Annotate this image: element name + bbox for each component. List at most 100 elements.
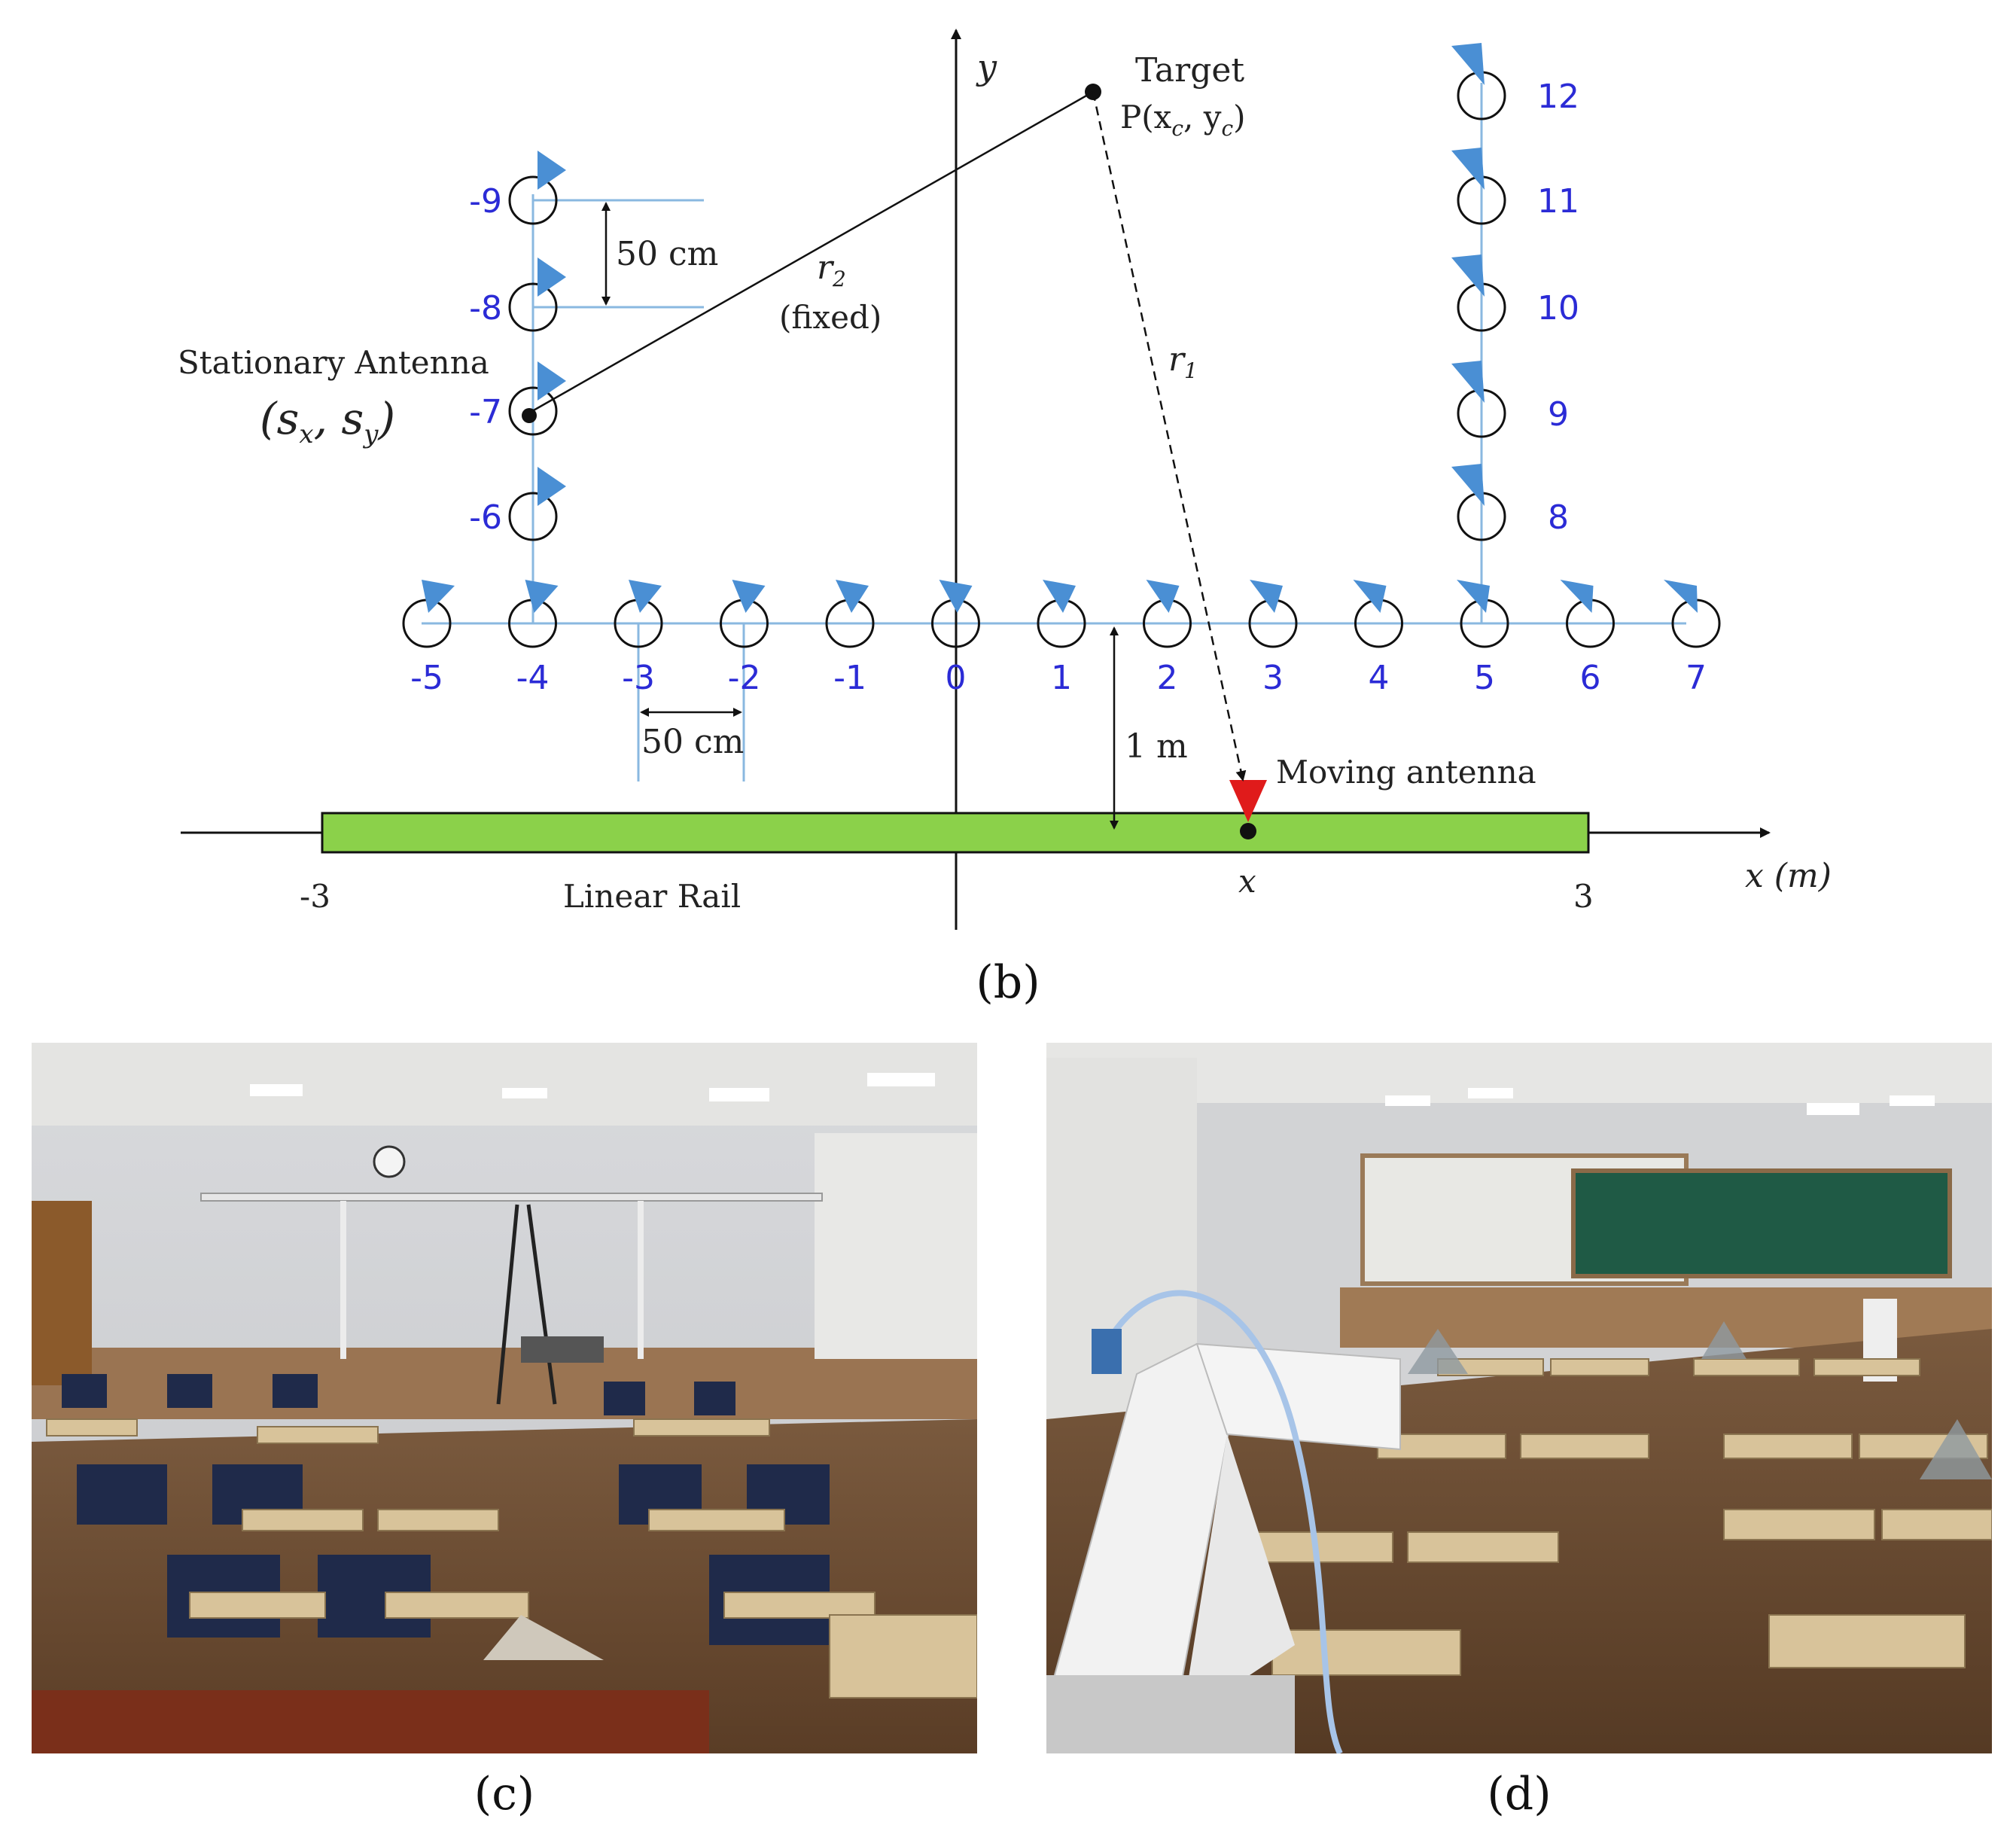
stationary-antenna-coordinate: (sx, sy) <box>260 393 395 449</box>
r2-note: (fixed) <box>779 299 882 336</box>
linear-rail <box>321 812 1590 854</box>
rail-distance-label: 1 m <box>1125 727 1188 766</box>
antenna-icon <box>1250 580 1283 613</box>
antenna-icon <box>422 580 455 613</box>
stationary-antenna-label: Stationary Antenna <box>178 344 489 381</box>
moving-antenna-icon <box>1229 780 1267 822</box>
antenna-bottom-6: 6 <box>1560 580 1615 697</box>
antenna-right-8: 8 <box>1451 464 1569 541</box>
antenna-bottom-7: 7 <box>1664 580 1721 697</box>
y-axis-label: y <box>976 47 997 87</box>
antenna-index-label: -4 <box>516 659 550 697</box>
antenna-icon <box>1560 580 1594 613</box>
antenna-bottom--2: -2 <box>720 580 769 697</box>
antenna-circle <box>508 492 558 541</box>
antenna-bottom-0: 0 <box>931 580 980 697</box>
antenna-index-label: -6 <box>469 498 502 537</box>
antenna-index-label: 12 <box>1537 78 1579 116</box>
x-axis-label: x (m) <box>1745 857 1832 895</box>
r2-label: r2 <box>817 248 846 291</box>
antenna-index-label: -7 <box>469 393 502 431</box>
caption-c: (c) <box>474 1768 535 1820</box>
antenna-circle <box>508 282 558 332</box>
rail-right-label: 3 <box>1573 878 1594 915</box>
antenna-bottom-2: 2 <box>1143 580 1192 697</box>
caption-b: (b) <box>976 956 1040 1009</box>
antenna-index-label: 11 <box>1537 182 1579 221</box>
antenna-icon <box>537 467 566 506</box>
experiment-diagram: y x (m) -3 3 Linear Rail x Moving antenn… <box>178 29 1832 930</box>
antenna-index-label: 10 <box>1537 289 1579 328</box>
photo-d <box>1046 1043 1992 1753</box>
antenna-icon <box>1451 254 1485 297</box>
antenna-index-label: 7 <box>1686 659 1707 697</box>
moving-antenna-label: Moving antenna <box>1276 754 1536 791</box>
antenna-index-label: 5 <box>1474 659 1495 697</box>
antenna-icon <box>537 151 566 190</box>
antenna-icon <box>537 257 566 297</box>
antenna-icon <box>1457 580 1490 613</box>
antenna-icon <box>537 361 566 401</box>
antenna-right-10: 10 <box>1451 254 1579 332</box>
antenna-icon <box>1451 148 1485 190</box>
antenna-index-label: 0 <box>946 659 967 697</box>
antenna-bottom-5: 5 <box>1457 580 1509 697</box>
rail-label: Linear Rail <box>563 878 741 915</box>
antenna-left--6: -6 <box>469 467 566 541</box>
caption-d: (d) <box>1487 1768 1552 1820</box>
antenna-right-11: 11 <box>1451 148 1579 225</box>
antenna-icon <box>939 580 973 613</box>
antenna-index-label: 8 <box>1548 498 1569 537</box>
antenna-icon <box>836 580 869 613</box>
antenna-icon <box>1451 464 1485 506</box>
target-coordinate: P(xc, yc) <box>1120 99 1246 141</box>
antenna-bottom--1: -1 <box>825 580 875 697</box>
antenna-bottom-3: 3 <box>1248 580 1298 697</box>
antenna-left--8: -8 <box>469 257 566 332</box>
antenna-circle <box>508 386 558 436</box>
antenna-right-9: 9 <box>1451 361 1569 438</box>
antenna-index-label: 4 <box>1369 659 1390 697</box>
antenna-bottom-4: 4 <box>1353 580 1403 697</box>
antenna-icon <box>1664 580 1698 613</box>
antenna-bottom--3: -3 <box>614 580 663 697</box>
antenna-left--9: -9 <box>469 151 566 225</box>
antenna-index-label: -8 <box>469 289 502 328</box>
moving-antenna-point <box>1240 823 1256 839</box>
antenna-bottom--4: -4 <box>508 580 559 697</box>
antenna-index-label: -3 <box>622 659 655 697</box>
antenna-circle <box>508 175 558 225</box>
antenna-index-label: -9 <box>469 182 502 221</box>
vertical-spacing-label: 50 cm <box>616 235 718 273</box>
rail-left-label: -3 <box>300 878 330 915</box>
antenna-index-label: -5 <box>410 659 443 697</box>
classroom-antenna-photo <box>1046 1043 1992 1753</box>
photo-c <box>32 1043 977 1753</box>
antenna-icon <box>525 580 559 613</box>
classroom-rail-photo <box>32 1043 977 1753</box>
horizontal-spacing-label: 50 cm <box>641 723 744 761</box>
antenna-index-label: 6 <box>1580 659 1601 697</box>
antenna-icon <box>1043 580 1076 613</box>
r1-line <box>1092 91 1247 781</box>
antenna-bottom--5: -5 <box>402 580 455 697</box>
antenna-icon <box>1353 580 1387 613</box>
antenna-icon <box>1451 43 1485 85</box>
antenna-index-label: 3 <box>1262 659 1284 697</box>
antenna-icon <box>1146 580 1180 613</box>
target-title: Target <box>1135 51 1244 90</box>
antenna-left--7: -7 <box>469 361 566 436</box>
antenna-icon <box>1451 361 1485 403</box>
antenna-index-label: -1 <box>833 659 866 697</box>
r2-line <box>526 90 1094 416</box>
antenna-icon <box>732 580 766 613</box>
r1-label: r1 <box>1168 340 1198 383</box>
antenna-right-12: 12 <box>1451 43 1579 120</box>
antenna-index-label: -2 <box>728 659 761 697</box>
antenna-bottom-1: 1 <box>1037 580 1086 697</box>
rail-position-label: x <box>1238 863 1256 900</box>
antenna-index-label: 9 <box>1548 395 1569 434</box>
antenna-index-label: 2 <box>1157 659 1178 697</box>
antenna-icon <box>629 580 662 613</box>
